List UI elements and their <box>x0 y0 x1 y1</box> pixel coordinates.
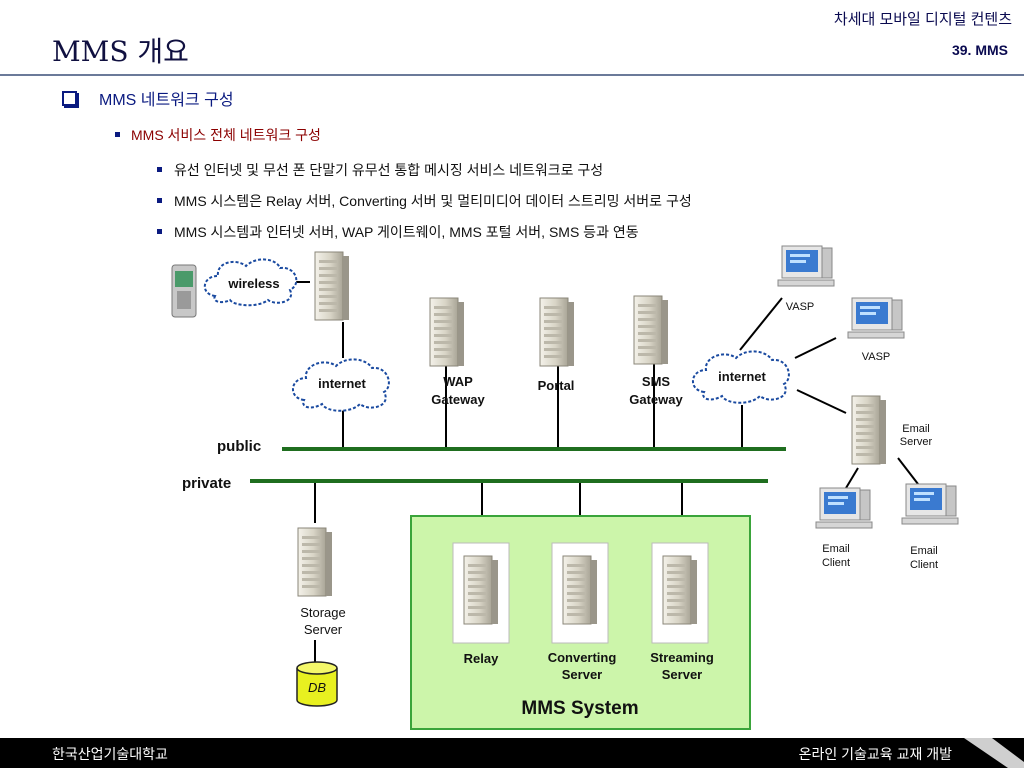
public-bus-label: public <box>217 438 261 455</box>
outline-level3-item: 유선 인터넷 및 무선 폰 단말기 유무선 통합 메시징 서비스 네트워크로 구… <box>157 160 603 180</box>
email-client-label: Email <box>822 543 850 555</box>
streaming-server-label: Server <box>662 667 702 682</box>
outline-level3-text: MMS 시스템과 인터넷 서버, WAP 게이트웨이, MMS 포털 서버, S… <box>174 224 639 240</box>
footer-university: 한국산업기술대학교 <box>52 746 168 762</box>
vasp-computer-icon <box>847 297 905 339</box>
internet-to-vasp-line <box>794 337 837 359</box>
checkbox-bullet-icon <box>62 91 77 106</box>
outline-level3-item: MMS 시스템과 인터넷 서버, WAP 게이트웨이, MMS 포털 서버, S… <box>157 222 639 242</box>
mms-system-title: MMS System <box>521 698 638 719</box>
square-bullet-icon <box>157 229 162 234</box>
outline-level2: MMS 서비스 전체 네트워크 구성 <box>115 125 321 145</box>
converting-server-label: Server <box>562 667 602 682</box>
email-client-label: Client <box>822 557 850 569</box>
outline-level2-text: MMS 서비스 전체 네트워크 구성 <box>131 127 321 143</box>
streaming-server-icon <box>662 555 698 625</box>
storage-server-icon <box>297 527 333 597</box>
internet-cloud-right-label: internet <box>718 369 766 384</box>
wap-gateway-label: Gateway <box>431 392 485 407</box>
internet-to-email-server-line <box>796 389 847 414</box>
streaming-server-label: Streaming <box>650 650 714 665</box>
portal-label: Portal <box>538 378 575 393</box>
email-client-label: Client <box>910 559 938 571</box>
outline-level1: MMS 네트워크 구성 <box>62 86 234 110</box>
email-server-to-client-line <box>897 457 919 485</box>
converting-server-icon <box>562 555 598 625</box>
outline-level3-item: MMS 시스템은 Relay 서버, Converting 서버 및 멀티미디어… <box>157 191 692 211</box>
course-title: 차세대 모바일 디지털 컨텐츠 <box>833 11 1012 28</box>
chapter-label: 39. MMS <box>951 42 1008 58</box>
wireless-cloud-label: wireless <box>227 276 279 291</box>
email-client-computer-icon <box>901 483 959 525</box>
wireless-cloud: wireless <box>203 258 298 307</box>
portal-server-icon <box>539 297 575 367</box>
sms-gateway-label: SMS <box>642 374 671 389</box>
wap-gateway-server-icon <box>429 297 465 367</box>
email-server-icon <box>851 395 887 465</box>
db-label: DB <box>308 680 326 695</box>
outline-level1-text: MMS 네트워크 구성 <box>99 92 234 109</box>
relay-label: Relay <box>464 651 499 666</box>
footer-ribbon-icon <box>964 738 1024 768</box>
footer-project: 온라인 기술교육 교재 개발 <box>798 746 952 762</box>
private-bus-label: private <box>182 475 231 492</box>
wireless-server-icon <box>314 251 350 321</box>
vasp-label: VASP <box>786 301 815 313</box>
sms-gateway-label: Gateway <box>629 392 683 407</box>
title-divider <box>0 74 1024 76</box>
square-bullet-icon <box>157 198 162 203</box>
square-bullet-icon <box>115 132 120 137</box>
converting-server-label: Converting <box>548 650 617 665</box>
mms-system-box: Relay Converting Server Streaming Server… <box>410 515 751 730</box>
square-bullet-icon <box>157 167 162 172</box>
vasp-computer-icon <box>777 245 835 287</box>
mobile-phone-icon <box>171 264 197 318</box>
email-client-computer-icon <box>815 487 873 529</box>
storage-server-label: Server <box>304 622 343 637</box>
footer-bar: 한국산업기술대학교 온라인 기술교육 교재 개발 <box>0 738 1024 768</box>
outline-level3-text: MMS 시스템은 Relay 서버, Converting 서버 및 멀티미디어… <box>174 193 692 209</box>
page-title: MMS 개요 <box>52 35 189 68</box>
internet-cloud-left-label: internet <box>318 376 366 391</box>
internet-cloud-right: internet <box>692 350 790 404</box>
vasp-label: VASP <box>862 351 891 363</box>
wap-gateway-label: WAP <box>443 374 473 389</box>
email-server-label: Server <box>900 436 933 448</box>
email-server-to-client-line <box>845 467 859 489</box>
storage-server-label: Storage <box>300 605 346 620</box>
relay-server-icon <box>463 555 499 625</box>
email-server-label: Email <box>902 423 930 435</box>
internet-cloud-left: internet <box>292 358 390 412</box>
internet-to-vasp-line <box>739 297 783 351</box>
outline-level3-text: 유선 인터넷 및 무선 폰 단말기 유무선 통합 메시징 서비스 네트워크로 구… <box>174 162 604 178</box>
sms-gateway-server-icon <box>633 295 669 365</box>
email-client-label: Email <box>910 545 938 557</box>
database-icon: DB <box>296 661 338 707</box>
